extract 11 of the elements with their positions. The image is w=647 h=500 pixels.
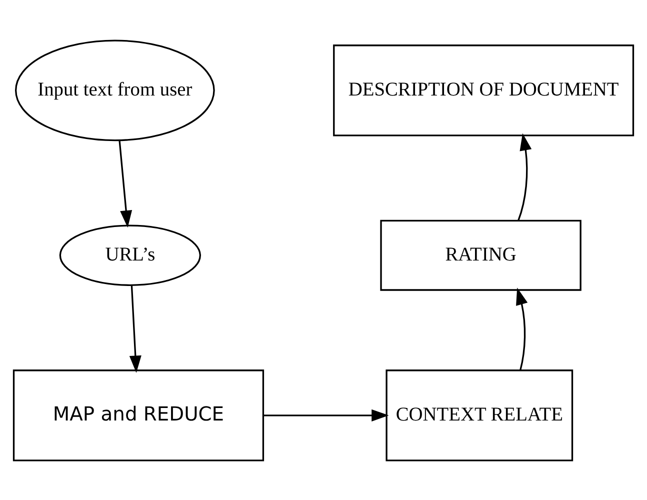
node-ellipse: URL’s — [59, 224, 201, 286]
arrow — [118, 140, 132, 228]
node-box: RATING — [380, 219, 582, 290]
node-box: CONTEXT RELATE — [386, 369, 574, 461]
arrow — [129, 284, 142, 372]
node-box: DESCRIPTION OF DOCUMENT — [333, 44, 634, 136]
node-box: MAP and REDUCE — [12, 369, 264, 461]
arrow — [518, 132, 532, 220]
node-ellipse: Input text from user — [14, 39, 215, 141]
arrow — [516, 287, 528, 370]
arrow — [264, 408, 389, 421]
